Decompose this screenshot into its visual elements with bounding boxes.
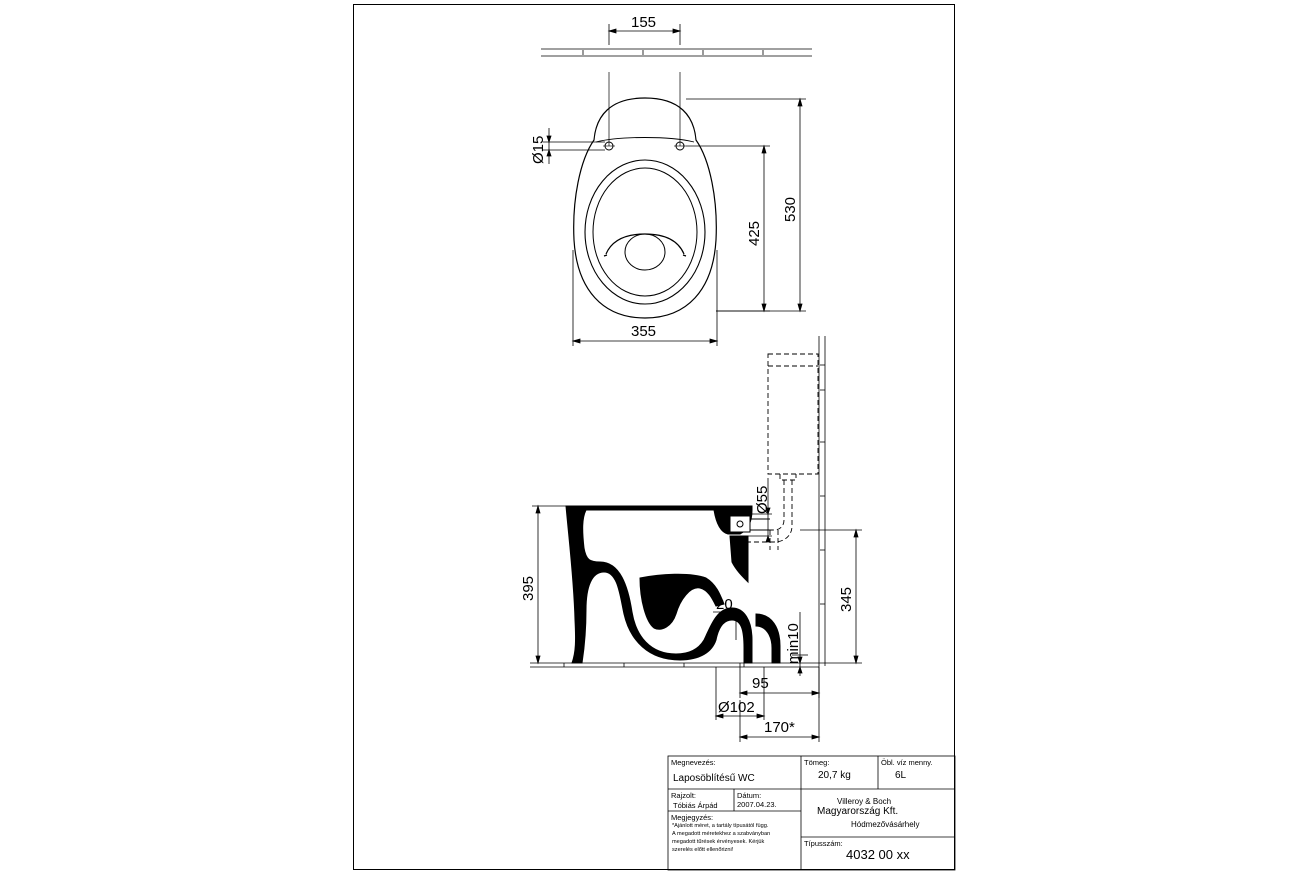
dimension-170 bbox=[738, 700, 821, 742]
dimension-425 bbox=[686, 144, 770, 313]
type-number-value: 4032 00 xx bbox=[846, 847, 910, 862]
dimension-d15 bbox=[543, 128, 605, 164]
drawn-by-label: Rajzolt: bbox=[671, 791, 697, 800]
drawing-sheet bbox=[353, 4, 955, 870]
dimension-95 bbox=[738, 663, 821, 698]
drawn-by-value: Tóbiás Árpád bbox=[673, 801, 718, 810]
dim-155-label: 155 bbox=[631, 14, 656, 31]
bowl-top-outline bbox=[573, 97, 717, 319]
date-label: Dátum: bbox=[737, 791, 762, 800]
dim-530-label: 530 bbox=[782, 197, 799, 222]
title-block-grid bbox=[667, 755, 956, 871]
notes-line-1: *Ajánlott méret, a tartály típusától füg… bbox=[672, 823, 769, 829]
dim-170-label: 170* bbox=[764, 719, 795, 736]
name-value: Laposöblítésű WC bbox=[673, 773, 755, 784]
dimension-20 bbox=[713, 608, 742, 640]
flush-volume-label: Öbl. víz menny. bbox=[881, 758, 933, 767]
company-line-2: Magyarország Kft. bbox=[817, 806, 899, 817]
top-view: 155 Ø15 530 bbox=[530, 14, 812, 346]
type-number-label: Típusszám: bbox=[804, 839, 843, 848]
dimension-355 bbox=[571, 250, 719, 346]
floor bbox=[530, 662, 825, 668]
dimension-345 bbox=[800, 528, 862, 665]
dimension-min10 bbox=[792, 612, 808, 676]
dimension-395 bbox=[532, 504, 566, 665]
flush-volume-value: 6L bbox=[895, 770, 907, 781]
notes-line-2: A megadott méretekhez a szabványban bbox=[672, 831, 771, 837]
dim-395-label: 395 bbox=[520, 576, 537, 601]
weight-label: Tömeg: bbox=[804, 758, 830, 767]
dim-d55-label: Ø55 bbox=[754, 486, 771, 514]
dim-95-label: 95 bbox=[752, 675, 769, 692]
notes-label: Megjegyzés: bbox=[671, 813, 714, 822]
name-label: Megnevezés: bbox=[671, 758, 716, 767]
cistern bbox=[744, 353, 819, 550]
dim-d15-label: Ø15 bbox=[530, 136, 547, 164]
company-line-1: Villeroy & Boch bbox=[837, 797, 892, 806]
company-line-3: Hódmezővásárhely bbox=[851, 820, 920, 829]
date-value: 2007.04.23. bbox=[737, 800, 777, 809]
inlet-connector bbox=[729, 515, 770, 533]
side-view: Ø55 395 345 20 min10 bbox=[520, 336, 862, 742]
dimension-155 bbox=[607, 24, 682, 45]
dim-425-label: 425 bbox=[746, 221, 763, 246]
weight-value: 20,7 kg bbox=[818, 770, 851, 781]
dim-min10-label: min10 bbox=[785, 623, 802, 664]
dim-345-label: 345 bbox=[838, 587, 855, 612]
dim-20-label: 20 bbox=[716, 596, 733, 613]
dim-355-label: 355 bbox=[631, 323, 656, 340]
wall-band bbox=[541, 48, 812, 57]
dim-d102-label: Ø102 bbox=[718, 699, 755, 716]
wall bbox=[818, 336, 826, 742]
notes-line-3: megadott tűrések érvényesek. Kérjük bbox=[672, 839, 765, 845]
dimension-d55 bbox=[744, 478, 772, 543]
notes-line-4: szerelés előtt ellenőrizni! bbox=[672, 847, 734, 853]
